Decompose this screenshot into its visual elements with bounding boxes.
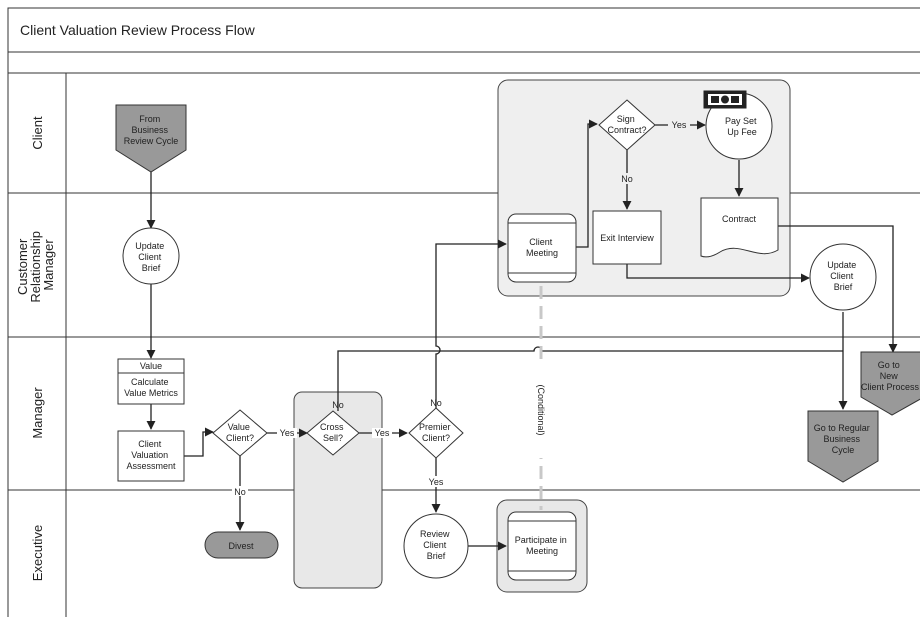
value-client-no-label: No bbox=[234, 487, 246, 497]
update-client-brief-label: Update Client Brief bbox=[135, 241, 167, 273]
pay-set-up-fee-label: Pay Set Up Fee bbox=[725, 116, 759, 137]
from-business-offpage bbox=[115, 104, 187, 173]
review-client-brief-circle bbox=[403, 513, 469, 579]
conditional-bg bbox=[535, 362, 547, 458]
participate-meeting-box bbox=[507, 511, 577, 581]
sign-no-bg bbox=[619, 173, 635, 184]
go-new-client-offpage bbox=[860, 351, 920, 416]
diagram-frame bbox=[7, 7, 920, 617]
lane-label-executive: Executive bbox=[30, 525, 45, 581]
edge-contract-to-new-client bbox=[778, 225, 898, 353]
lane-label-crm: Customer Relationship Manager bbox=[15, 227, 56, 302]
value-yes-bg bbox=[277, 428, 297, 438]
update-client-brief-circle bbox=[122, 227, 180, 285]
diagram-title: Client Valuation Review Process Flow bbox=[20, 22, 256, 38]
lane-label-client: Client bbox=[30, 116, 45, 150]
value-header-label: Value bbox=[140, 361, 162, 371]
cross-sell-yes-label: Yes bbox=[375, 428, 390, 438]
money-icon bbox=[703, 90, 747, 109]
conditional-label: (Conditional) bbox=[536, 384, 546, 435]
cross-yes-bg bbox=[372, 428, 392, 438]
contract-document bbox=[700, 197, 779, 258]
sign-yes-bg bbox=[668, 120, 690, 130]
premier-yes-bg bbox=[426, 476, 446, 487]
review-client-brief-label: Review Client Brief bbox=[420, 529, 452, 561]
update-client-brief-2-label: Update Client Brief bbox=[827, 260, 859, 292]
premier-client-decision bbox=[408, 407, 464, 459]
exit-interview-box bbox=[592, 210, 662, 265]
client-valuation-assessment-box bbox=[117, 430, 185, 482]
cross-sell-no-label: No bbox=[332, 400, 344, 410]
go-regular-offpage bbox=[807, 410, 879, 483]
value-client-yes-label: Yes bbox=[280, 428, 295, 438]
client-meeting-label: Client Meeting bbox=[526, 237, 558, 258]
edge-assessment-to-value-client bbox=[184, 427, 214, 457]
premier-no-label: No bbox=[430, 398, 442, 408]
go-regular-label: Go to Regular Business Cycle bbox=[814, 423, 873, 455]
value-client-decision bbox=[212, 409, 268, 457]
premier-client-label: Premier Client? bbox=[419, 422, 453, 443]
sign-contract-decision bbox=[598, 99, 656, 151]
edge-cross-sell-no bbox=[337, 346, 843, 411]
sign-contract-no-label: No bbox=[621, 174, 633, 184]
divest-terminator bbox=[204, 531, 279, 559]
edge-meeting-to-sign bbox=[576, 119, 598, 248]
sign-contract-label: Sign Contract? bbox=[607, 114, 646, 135]
participate-meeting-label: Participate in Meeting bbox=[515, 535, 570, 556]
edge-premier-no bbox=[435, 239, 507, 408]
client-meeting-box bbox=[507, 213, 577, 283]
cross-sell-decision bbox=[306, 410, 360, 456]
lane-label-manager: Manager bbox=[30, 387, 45, 439]
exit-interview-label: Exit Interview bbox=[600, 233, 654, 243]
calculate-value-metrics-box bbox=[117, 358, 185, 405]
from-business-label: From Business Review Cycle bbox=[124, 114, 179, 146]
cross-sell-label: Cross Sell? bbox=[320, 422, 346, 443]
value-no-bg bbox=[232, 486, 248, 496]
update-client-brief-2-circle bbox=[809, 243, 877, 311]
edge-exit-to-update bbox=[626, 264, 810, 283]
go-new-client-label: Go to New Client Process bbox=[861, 360, 920, 392]
premier-yes-label: Yes bbox=[429, 477, 444, 487]
divest-label: Divest bbox=[228, 541, 254, 551]
value-client-label: Value Client? bbox=[226, 422, 254, 443]
sign-contract-yes-label: Yes bbox=[672, 120, 687, 130]
contract-label: Contract bbox=[722, 214, 757, 224]
client-valuation-assessment-label: Client Valuation Assessment bbox=[126, 439, 176, 471]
calculate-value-metrics-label: Calculate Value Metrics bbox=[124, 377, 178, 398]
